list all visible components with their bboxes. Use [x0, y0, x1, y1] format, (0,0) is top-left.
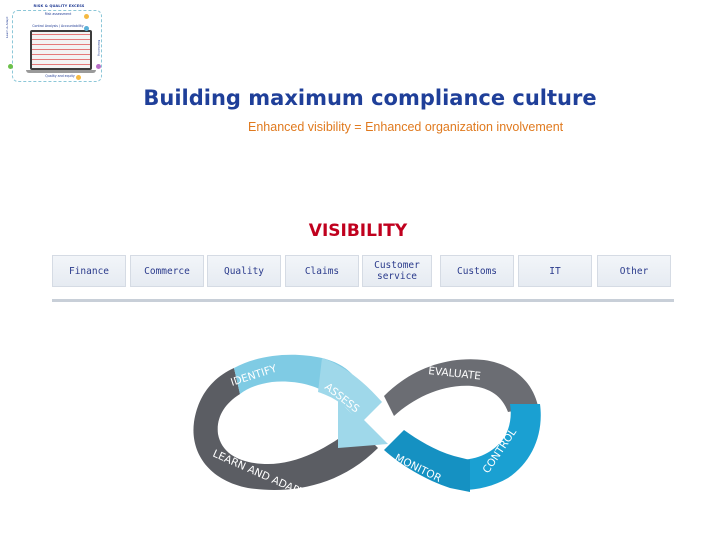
- thumbnail-right-label: Monitoring: [97, 40, 101, 57]
- thumbnail-line2: Control Analysis / Accountability: [32, 24, 84, 28]
- thumbnail-dot-top: [84, 14, 89, 19]
- department-other: Other: [597, 255, 671, 287]
- departments-row: Finance Commerce Quality Claims Customer…: [52, 255, 674, 302]
- thumbnail-cycle-frame: [12, 10, 102, 82]
- thumbnail-laptop-base: [26, 70, 96, 73]
- slide-thumbnail: RISK & QUALITY EXCESS Risk assessment Co…: [4, 2, 108, 82]
- cycle-step-evaluate: EVALUATE: [428, 365, 482, 382]
- learn-adapt-segment: [193, 368, 378, 490]
- thumbnail-line1: Risk assessment: [44, 12, 72, 16]
- thumbnail-dot-right: [96, 64, 101, 69]
- assess-segment: [318, 358, 388, 448]
- slide-subtitle: Enhanced visibility = Enhanced organizat…: [248, 120, 564, 134]
- thumbnail-screen-table: [32, 32, 90, 68]
- evaluate-segment: [384, 359, 538, 416]
- risk-cycle-diagram: IDENTIFY ASSESS EVALUATE CONTROL MONITOR…: [193, 354, 541, 494]
- department-finance: Finance: [52, 255, 126, 287]
- monitor-segment: [384, 430, 470, 492]
- thumbnail-left-label: Learn & Adapt: [5, 16, 9, 38]
- thumbnail-bottom-label: Quality and equity: [45, 74, 75, 78]
- department-claims: Claims: [285, 255, 359, 287]
- department-it: IT: [518, 255, 592, 287]
- thumbnail-dot-left: [8, 64, 13, 69]
- thumbnail-title: RISK & QUALITY EXCESS: [33, 4, 85, 8]
- department-customer-service: Customer service: [362, 255, 432, 287]
- slide-title: Building maximum compliance culture: [143, 86, 597, 110]
- thumbnail-dot-right-top: [84, 26, 89, 31]
- thumbnail-laptop-screen: [30, 30, 92, 70]
- control-segment: [458, 404, 541, 490]
- visibility-label: VISIBILITY: [308, 221, 408, 241]
- department-customs: Customs: [440, 255, 514, 287]
- department-quality: Quality: [207, 255, 281, 287]
- thumbnail-dot-bottom: [76, 75, 81, 80]
- department-commerce: Commerce: [130, 255, 204, 287]
